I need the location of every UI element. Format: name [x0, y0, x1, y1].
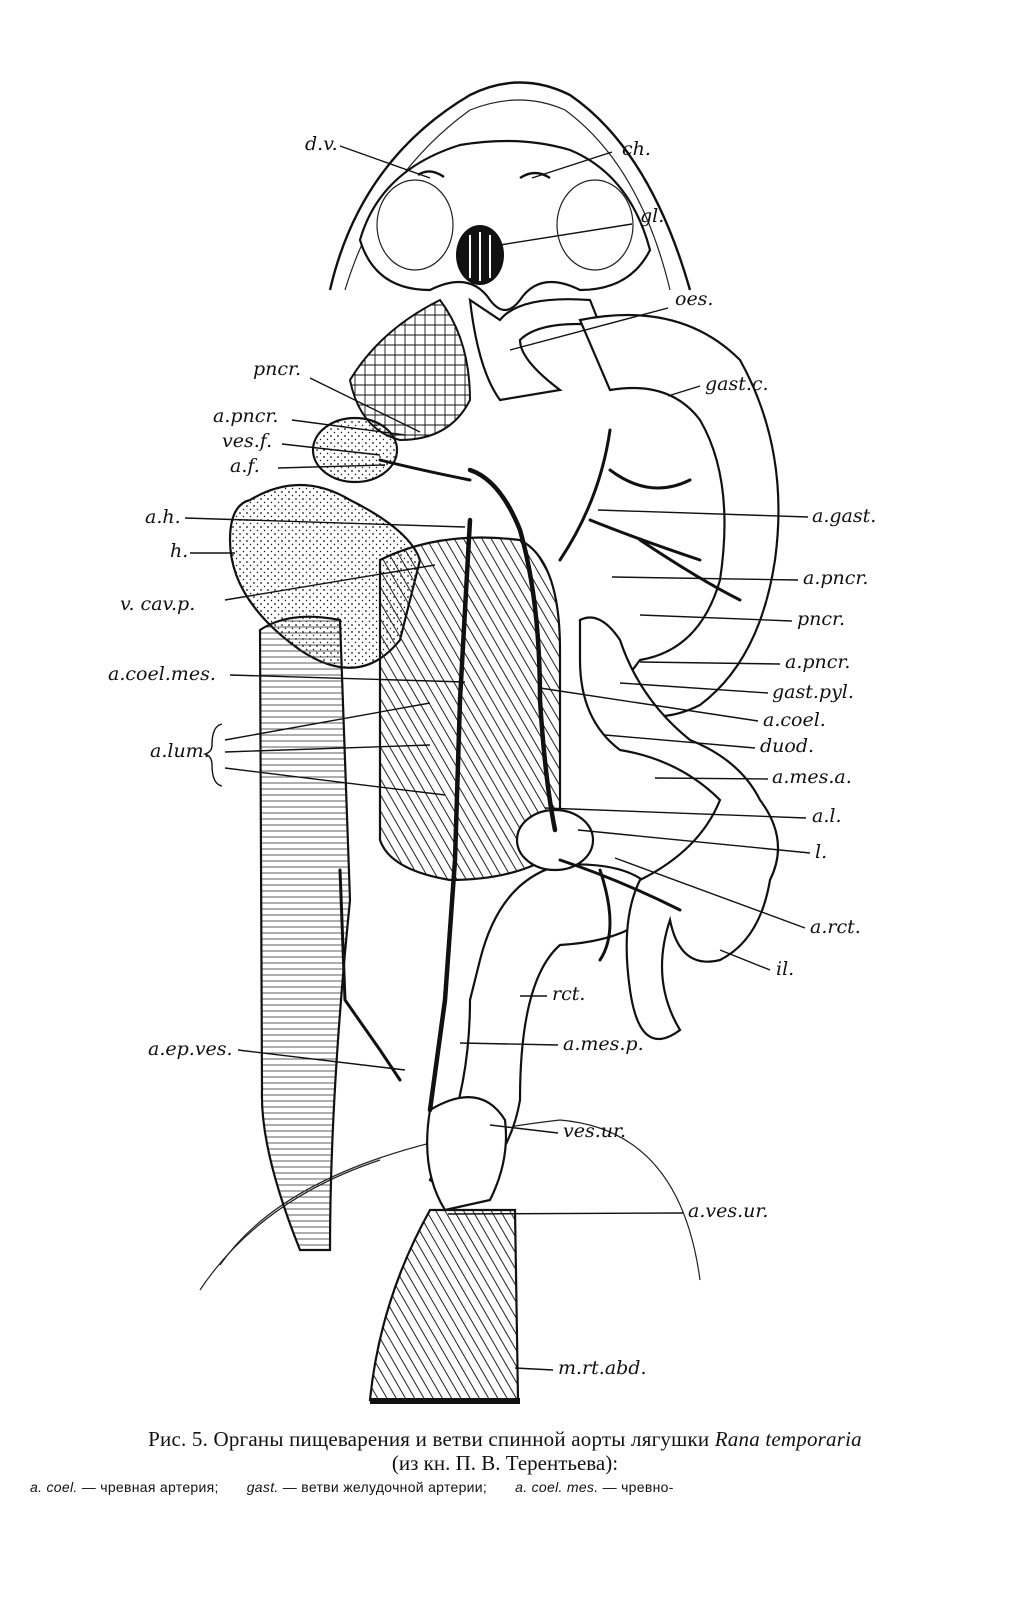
label-a-lum: a.lum. [150, 702, 446, 796]
svg-text:duod.: duod. [760, 735, 814, 757]
label-a-pncr-r2: a.pncr. [639, 651, 850, 673]
spleen [515, 808, 595, 872]
vertebral-column [378, 536, 562, 882]
eye-right [556, 179, 634, 271]
choana-right [519, 171, 551, 180]
label-gl: gl. [499, 205, 664, 246]
svg-text:a.h.: a.h. [145, 506, 181, 528]
label-ves-ur: ves.ur. [489, 1120, 626, 1142]
label-a-mes-p: a.mes.p. [459, 1033, 644, 1055]
label-v-cav-p: v. cav.p. [120, 564, 436, 615]
glottis-slits [469, 232, 491, 281]
svg-text:gl.: gl. [640, 205, 664, 227]
svg-text:v. cav.p.: v. cav.p. [120, 593, 195, 615]
stomach [578, 314, 780, 718]
label-a-pncr-r1: a.pncr. [611, 567, 868, 589]
label-a-ves-ur: a.ves.ur. [447, 1200, 768, 1222]
svg-text:ch.: ch. [622, 138, 651, 160]
palate [358, 139, 652, 312]
svg-text:h.: h. [170, 540, 188, 562]
svg-text:pncr.: pncr. [797, 608, 845, 630]
label-ch: ch. [531, 138, 651, 179]
legend-item: a. coel. — чревная артерия; [30, 1479, 219, 1495]
gastric-artery [558, 428, 742, 602]
label-il: il. [719, 949, 794, 980]
small-intestine [578, 616, 780, 1041]
svg-text:a.mes.p.: a.mes.p. [563, 1033, 644, 1055]
label-oes: oes. [509, 288, 713, 351]
caption-legend: a. coel. — чревная артерия; gast. — ветв… [30, 1479, 980, 1495]
caption-prefix: Рис. 5. Органы пищеварения и ветви спинн… [148, 1427, 710, 1451]
svg-text:rct.: rct. [552, 983, 585, 1005]
svg-text:a.pncr.: a.pncr. [803, 567, 868, 589]
legend-item: gast. — ветви желудочной артерии; [246, 1479, 488, 1495]
anatomical-illustration: d.v. ch. gl. oes. gast.c. pncr. a.pncr. … [108, 81, 876, 1404]
svg-text:d.v.: d.v. [305, 133, 338, 155]
label-pncr-top: pncr. [253, 358, 421, 433]
svg-text:a.rct.: a.rct. [810, 916, 861, 938]
svg-text:a.l.: a.l. [812, 805, 841, 827]
svg-text:a.coel.mes.: a.coel.mes. [108, 663, 216, 685]
caption-title: Рис. 5. Органы пищеварения и ветви спинн… [30, 1427, 980, 1451]
svg-text:a.ves.ur.: a.ves.ur. [688, 1200, 768, 1222]
label-gast-pyl: gast.pyl. [619, 681, 854, 703]
label-a-f: a.f. [230, 455, 386, 477]
hind-leg-right-outline [199, 1159, 381, 1291]
label-pncr-r: pncr. [639, 608, 845, 630]
oesophagus [468, 297, 602, 402]
svg-text:oes.: oes. [675, 288, 713, 310]
label-a-coel-mes: a.coel.mes. [108, 663, 466, 685]
gall-bladder [311, 416, 399, 484]
caption-species: Rana temporaria [714, 1427, 862, 1451]
svg-text:m.rt.abd.: m.rt.abd. [558, 1357, 647, 1379]
svg-text:il.: il. [776, 958, 794, 980]
figure-caption: Рис. 5. Органы пищеварения и ветви спинн… [30, 1427, 980, 1495]
svg-text:a.lum.: a.lum. [150, 740, 210, 762]
label-a-coel: a.coel. [539, 687, 826, 731]
svg-text:a.ep.ves.: a.ep.ves. [148, 1038, 233, 1060]
hepatic-artery [378, 458, 472, 482]
caption-source: (из кн. П. В. Терентьева): [391, 1451, 619, 1475]
label-a-pncr-top: a.pncr. [213, 405, 406, 436]
eye-left [376, 179, 454, 271]
label-a-gast: a.gast. [597, 505, 876, 527]
label-a-l: a.l. [544, 805, 841, 827]
dorsal-aorta [427, 517, 473, 1113]
epigastric-vessel [338, 868, 402, 1082]
label-d-v: d.v. [305, 133, 431, 179]
svg-text:a.pncr.: a.pncr. [785, 651, 850, 673]
label-duod: duod. [604, 734, 814, 757]
svg-text:pncr.: pncr. [253, 358, 301, 380]
svg-text:a.pncr.: a.pncr. [213, 405, 278, 427]
svg-text:a.mes.a.: a.mes.a. [772, 766, 852, 788]
a-coel-mes-trunk [467, 467, 558, 833]
svg-text:a.coel.: a.coel. [763, 709, 826, 731]
svg-text:ves.f.: ves.f. [222, 430, 272, 452]
label-a-rct: a.rct. [614, 857, 861, 938]
rectal-artery [558, 858, 682, 962]
label-l: l. [577, 829, 827, 863]
head-outline [328, 81, 692, 291]
label-a-ep-ves: a.ep.ves. [148, 1038, 406, 1071]
label-ves-f: ves.f. [222, 430, 381, 456]
svg-text:l.: l. [815, 841, 827, 863]
body-wall-left [258, 615, 352, 1252]
svg-text:a.gast.: a.gast. [812, 505, 876, 527]
svg-text:a.f.: a.f. [230, 455, 260, 477]
base-line [370, 1398, 520, 1404]
label-a-mes-a: a.mes.a. [654, 766, 852, 788]
label-gast-c: gast.c. [667, 373, 769, 397]
urinary-bladder [426, 1096, 508, 1212]
svg-text:ves.ur.: ves.ur. [563, 1120, 626, 1142]
label-h: h. [170, 540, 235, 562]
svg-text:gast.pyl.: gast.pyl. [772, 681, 854, 703]
abdominal-muscle [368, 1208, 520, 1402]
legend-item: a. coel. mes. — чревно- [515, 1479, 674, 1495]
hind-leg-left-outline [219, 1119, 701, 1281]
label-rct: rct. [520, 983, 585, 1005]
svg-text:gast.c.: gast.c. [705, 373, 769, 395]
label-m-rt-abd: m.rt.abd. [514, 1357, 647, 1379]
label-a-h: a.h. [145, 506, 466, 528]
